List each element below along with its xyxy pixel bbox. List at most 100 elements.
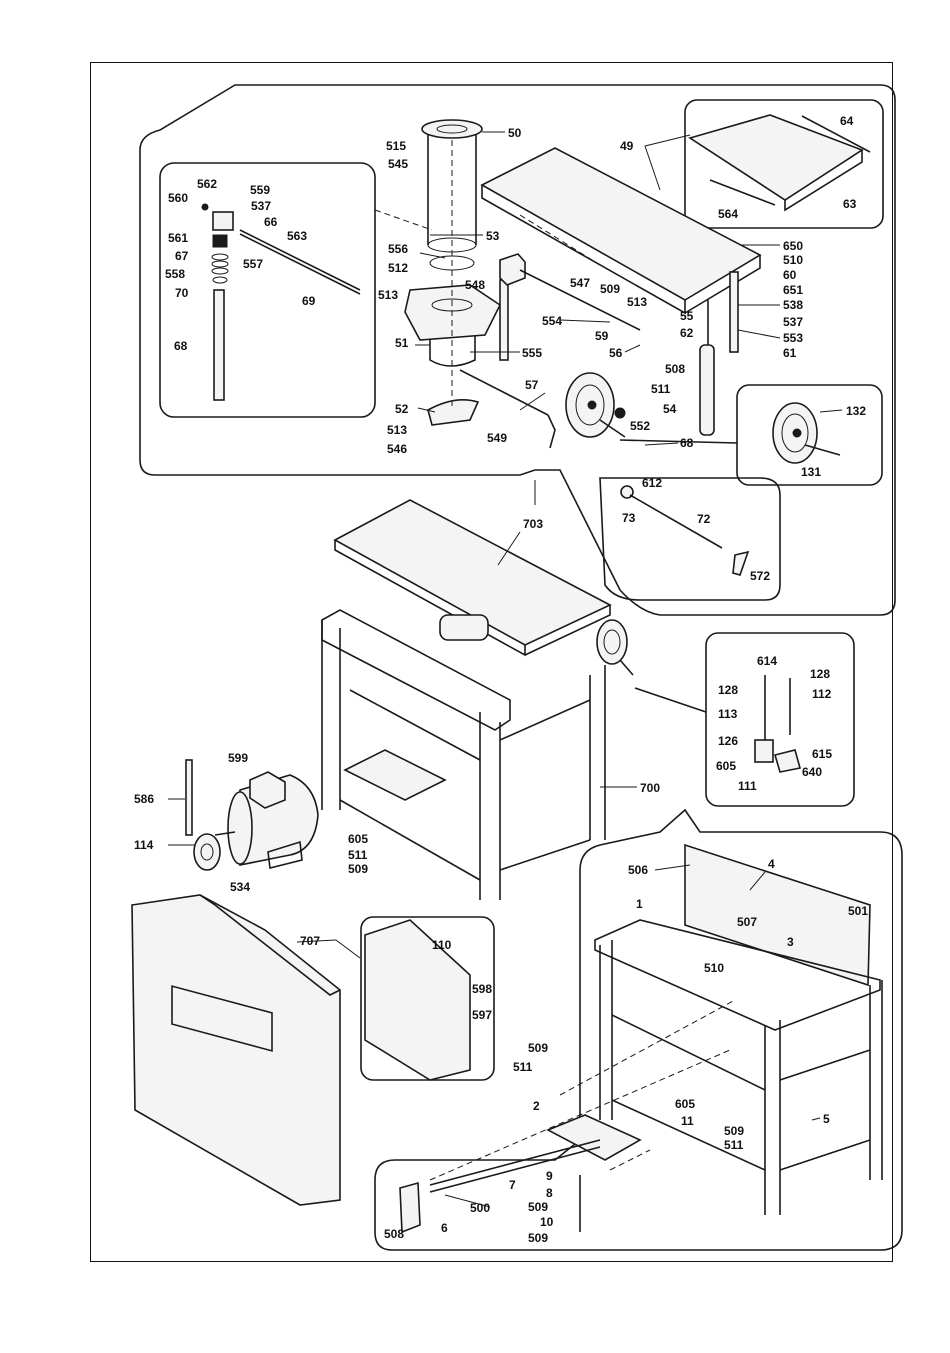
- label: 131: [801, 465, 821, 479]
- label: 598: [472, 982, 492, 996]
- label: 511: [651, 382, 671, 396]
- label: 508: [665, 362, 685, 376]
- label: 605: [716, 759, 736, 773]
- label: 557: [243, 257, 263, 271]
- label: 506: [628, 863, 648, 877]
- label: 110: [432, 938, 452, 952]
- label: 513: [387, 423, 407, 437]
- label: 552: [630, 419, 650, 433]
- label: 72: [697, 512, 711, 526]
- label: 556: [388, 242, 408, 256]
- stand-700: [399, 843, 883, 1234]
- label: 509: [528, 1231, 548, 1245]
- label: 53: [486, 229, 500, 243]
- label: 586: [134, 792, 154, 806]
- inset-handwheel: [736, 384, 883, 486]
- label: 52: [395, 402, 409, 416]
- label: 8: [546, 1186, 553, 1200]
- inset-switch-bracket: [705, 632, 855, 807]
- label: 561: [168, 231, 188, 245]
- label: 61: [783, 346, 797, 360]
- label: 511: [513, 1060, 533, 1074]
- label: 508: [384, 1227, 404, 1241]
- label: 54: [663, 402, 677, 416]
- label: 114: [134, 838, 154, 852]
- label: 614: [757, 654, 777, 668]
- label: 553: [783, 331, 803, 345]
- label: 73: [622, 511, 636, 525]
- inset-lever: [599, 477, 781, 601]
- label: 128: [718, 683, 738, 697]
- label: 512: [388, 261, 408, 275]
- label: 605: [348, 832, 368, 846]
- label: 3: [787, 935, 794, 949]
- cover-707: [131, 894, 471, 1206]
- inset-table-extension: [684, 99, 884, 229]
- callout-top-assembly: [139, 84, 896, 616]
- label: 548: [465, 278, 485, 292]
- label: 509: [724, 1124, 744, 1138]
- label: 509: [600, 282, 620, 296]
- label: 564: [718, 207, 738, 221]
- label: 605: [675, 1097, 695, 1111]
- label: 2: [533, 1099, 540, 1113]
- label: 10: [540, 1215, 554, 1229]
- label: 62: [680, 326, 694, 340]
- label: 68: [680, 436, 694, 450]
- switch-bracket-parts: [754, 675, 802, 773]
- label: 5: [823, 1112, 830, 1126]
- label: 563: [287, 229, 307, 243]
- label: 6: [441, 1221, 448, 1235]
- label: 538: [783, 298, 803, 312]
- label: 572: [750, 569, 770, 583]
- callout-stand: [374, 808, 903, 1251]
- label: 559: [250, 183, 270, 197]
- inset-rod-assembly: [159, 162, 376, 418]
- label: 546: [387, 442, 407, 456]
- label: 509: [528, 1200, 548, 1214]
- label: 112: [812, 687, 832, 701]
- label: 547: [570, 276, 590, 290]
- label: 67: [175, 249, 189, 263]
- label: 509: [348, 862, 368, 876]
- label: 126: [718, 734, 738, 748]
- label: 534: [230, 880, 250, 894]
- label: 66: [264, 215, 278, 229]
- label: 555: [522, 346, 542, 360]
- label: 9: [546, 1169, 553, 1183]
- label: 513: [627, 295, 647, 309]
- label: 560: [168, 191, 188, 205]
- label: 612: [642, 476, 662, 490]
- handwheel-inset: [772, 402, 841, 464]
- label: 554: [542, 314, 562, 328]
- label: 132: [846, 404, 866, 418]
- label: 7: [509, 1178, 516, 1192]
- label: 59: [595, 329, 609, 343]
- part-labels: 50 515 545 53 556 512 513 548 51 555 52 …: [134, 114, 868, 1245]
- label: 615: [812, 747, 832, 761]
- leader-lines: [168, 131, 843, 1208]
- label: 640: [802, 765, 822, 779]
- label: 57: [525, 378, 539, 392]
- label: 113: [718, 707, 738, 721]
- label: 50: [508, 126, 522, 140]
- label: 4: [768, 857, 775, 871]
- label: 51: [395, 336, 409, 350]
- assembled-machine: [321, 499, 634, 900]
- label: 60: [783, 268, 797, 282]
- label: 70: [175, 286, 189, 300]
- label: 511: [348, 848, 368, 862]
- label: 510: [704, 961, 724, 975]
- alignment-lines: [374, 209, 738, 1181]
- label: 537: [251, 199, 271, 213]
- label: 509: [528, 1041, 548, 1055]
- label: 599: [228, 751, 248, 765]
- label: 55: [680, 309, 694, 323]
- label: 651: [783, 283, 803, 297]
- label: 507: [737, 915, 757, 929]
- inset-cover-side: [360, 916, 495, 1081]
- label: 549: [487, 431, 507, 445]
- rod-parts: [201, 203, 361, 401]
- label: 537: [783, 315, 803, 329]
